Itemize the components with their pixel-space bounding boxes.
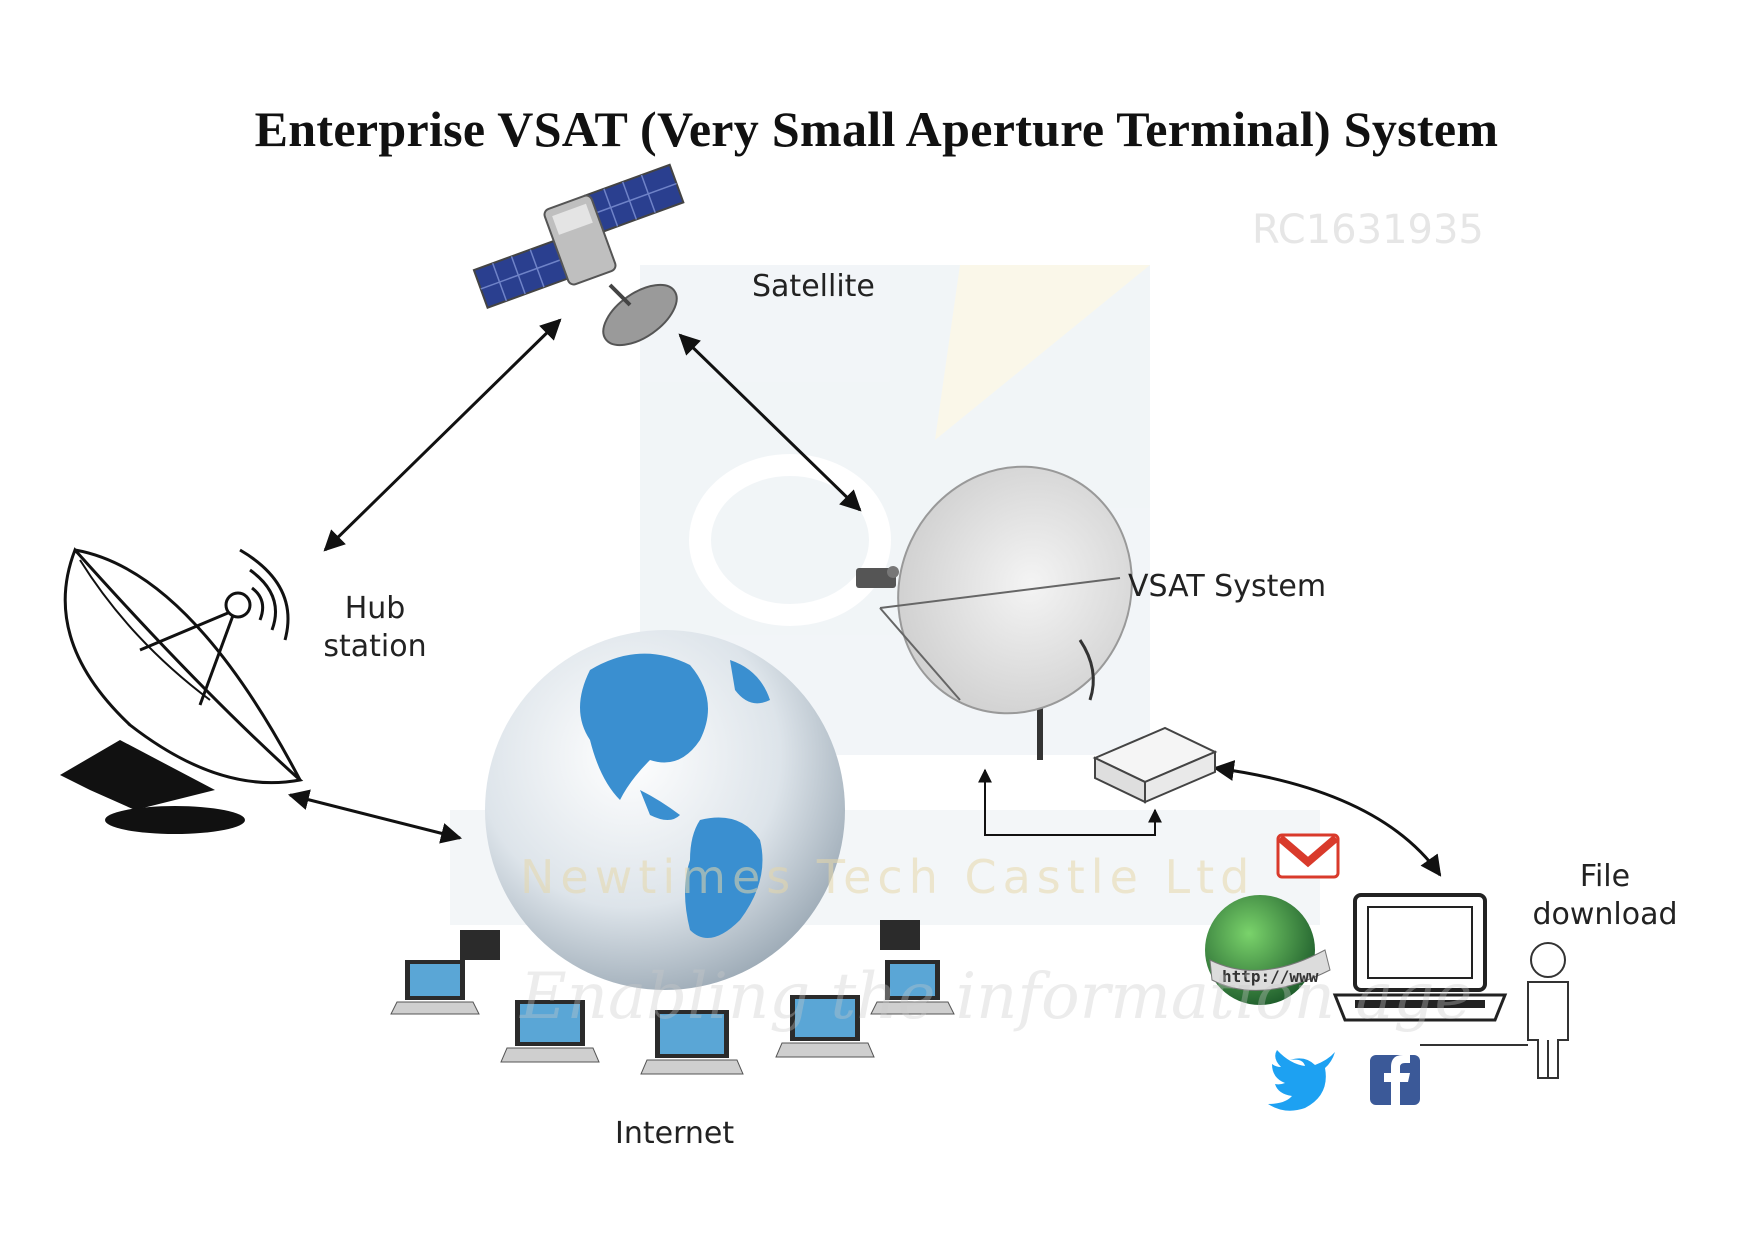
label-satellite: Satellite bbox=[752, 269, 875, 304]
link-arrows bbox=[287, 318, 1442, 877]
twitter-icon bbox=[1268, 1050, 1335, 1111]
laptop-icon bbox=[500, 1000, 600, 1063]
label-hub-line1: Hub bbox=[344, 591, 406, 626]
arrow-satellite-vsat bbox=[678, 333, 862, 512]
watermark-company: Newtimes Tech Castle Ltd bbox=[520, 850, 1256, 904]
laptop-icon bbox=[640, 1010, 744, 1075]
vsat-dish-icon bbox=[856, 465, 1133, 760]
hub-dish-icon bbox=[60, 547, 304, 834]
gmail-icon bbox=[1276, 833, 1340, 879]
page-title: Enterprise VSAT (Very Small Aperture Ter… bbox=[254, 101, 1499, 157]
watermark-code: RC1631935 bbox=[1252, 207, 1484, 253]
arrow-modem-vsat bbox=[978, 768, 1162, 836]
label-internet: Internet bbox=[615, 1116, 735, 1151]
arrow-satellite-hub bbox=[323, 318, 562, 552]
satellite-icon bbox=[472, 163, 685, 347]
watermark-tagline: Enabling the information age bbox=[520, 960, 1473, 1034]
laptop-icon bbox=[1332, 893, 1508, 1022]
label-file-line1: File bbox=[1579, 859, 1631, 894]
arrow-hub-internet bbox=[287, 789, 463, 844]
label-hub-station: Hub station bbox=[305, 590, 445, 665]
laptop-icon bbox=[460, 930, 500, 960]
label-file-download: File download bbox=[1520, 858, 1690, 933]
laptop-icon bbox=[870, 960, 955, 1015]
label-vsat-system: VSAT System bbox=[1128, 569, 1327, 604]
web-globe-icon: http://www bbox=[1205, 895, 1331, 1005]
modem-icon bbox=[1092, 726, 1218, 804]
laptop-icon bbox=[880, 920, 920, 950]
globe-icon bbox=[485, 630, 845, 990]
svg-text:http://www: http://www bbox=[1222, 967, 1319, 986]
label-hub-line2: station bbox=[323, 628, 427, 664]
laptop-icon bbox=[390, 960, 480, 1015]
label-file-line2: download bbox=[1532, 896, 1678, 932]
laptop-icon bbox=[775, 995, 875, 1058]
laptop-ring bbox=[390, 920, 955, 1075]
user-icon bbox=[1420, 942, 1569, 1079]
arrow-modem-laptop bbox=[1212, 760, 1442, 877]
facebook-icon bbox=[1370, 1055, 1420, 1105]
